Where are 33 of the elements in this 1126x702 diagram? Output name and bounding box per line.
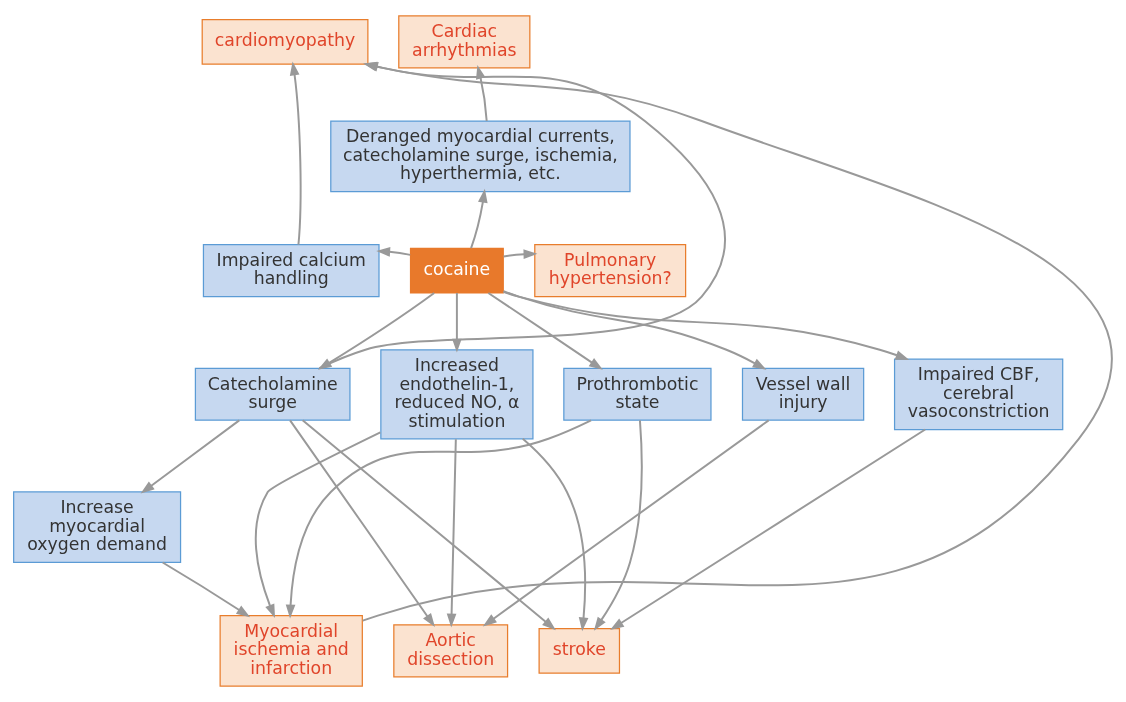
node-box: Deranged myocardial currents, catecholamine surge, ischemia, hyperthermia, etc.	[330, 120, 631, 193]
arrow	[161, 561, 251, 618]
node-box: Pulmonary hypertension?	[534, 244, 687, 298]
arrow	[482, 419, 770, 627]
arrow	[521, 437, 589, 632]
node-box: Impaired CBF, cerebral vasoconstriction	[893, 358, 1064, 431]
arrow	[446, 438, 457, 628]
arrow	[502, 290, 767, 370]
arrow	[593, 419, 643, 631]
arrow	[502, 249, 538, 260]
node-box: cardiomyopathy	[201, 19, 369, 65]
arrow	[140, 419, 241, 494]
node-box: Myocardial ischemia and infarction	[219, 614, 363, 687]
node-box: Catecholamine surge	[194, 367, 351, 421]
node-box: Increase myocardial oxygen demand	[13, 491, 182, 564]
arrow	[376, 247, 412, 257]
node-box: Prothrombotic state	[563, 367, 712, 421]
node-box: Aortic dissection	[393, 624, 509, 678]
node-box: Increased endothelin-1, reduced NO, α stimulation	[380, 349, 534, 440]
arrow	[285, 419, 593, 619]
arrow	[301, 419, 556, 631]
arrow	[487, 292, 603, 370]
arrow	[610, 428, 927, 630]
node-box: cocaine	[409, 247, 504, 294]
arrow	[254, 431, 382, 619]
node-box: Vessel wall injury	[741, 367, 865, 421]
node-box: Impaired calcium handling	[202, 244, 380, 298]
arrow	[289, 61, 302, 246]
arrow	[502, 290, 910, 360]
arrow	[289, 419, 435, 628]
arrow	[470, 188, 488, 250]
node-box: Cardiac arrhythmias	[398, 15, 531, 69]
node-box: stroke	[538, 627, 621, 674]
